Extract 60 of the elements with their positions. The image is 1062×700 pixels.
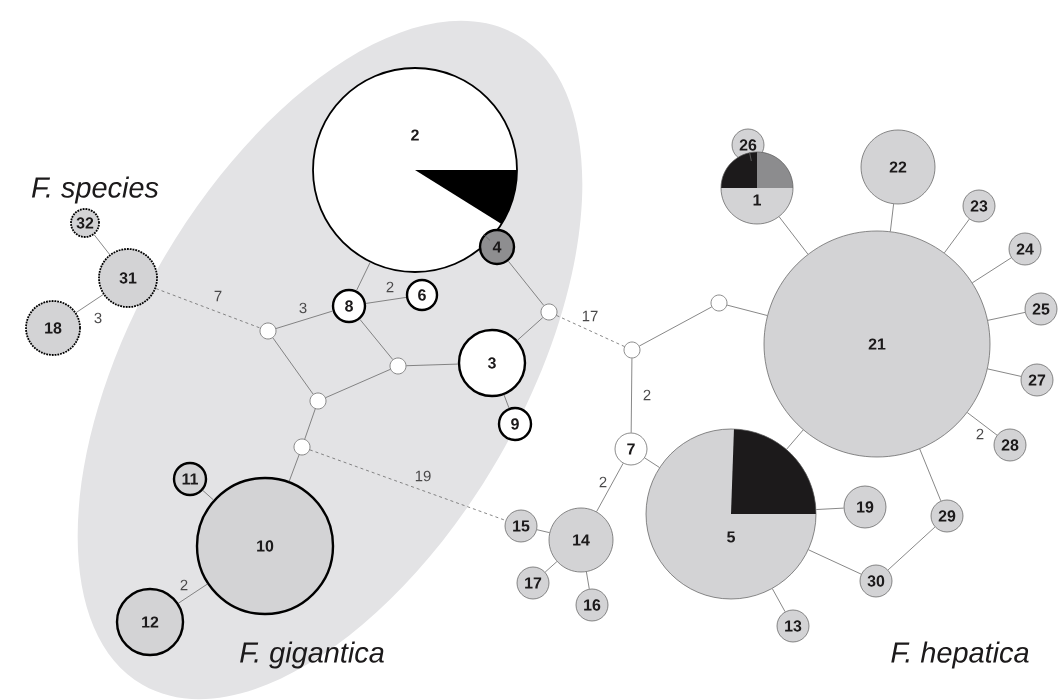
connector-line [630, 357, 633, 434]
edge-label: 19 [415, 470, 431, 482]
edge-label: 2 [386, 281, 394, 293]
connector-line [638, 306, 713, 347]
edge-label: 7 [214, 290, 222, 302]
edge-label: 2 [976, 428, 984, 440]
connector-line [202, 490, 214, 501]
connector-line [155, 288, 261, 329]
connector-line [726, 304, 768, 316]
connector-line [508, 260, 545, 306]
connector-line [359, 318, 394, 360]
median-vector-circle [259, 322, 277, 340]
connector-line [815, 507, 845, 510]
connector-line [93, 234, 110, 255]
group-label: F. hepatica [891, 641, 1029, 669]
edge-label: 3 [94, 312, 102, 324]
connector-line [919, 448, 942, 502]
median-vector-circle [710, 294, 728, 312]
connector-line [943, 218, 970, 254]
edge-label: 3 [299, 302, 307, 314]
connector-line [272, 337, 314, 395]
connector-line [644, 457, 660, 468]
connector-line [749, 152, 752, 162]
connector-line [309, 449, 507, 521]
connector-line [596, 462, 624, 513]
connector-line [778, 216, 809, 255]
connector-line [887, 526, 936, 571]
connector-line [556, 315, 625, 347]
median-vector-circle [540, 303, 558, 321]
connector-line [972, 257, 1012, 284]
connector-line [987, 368, 1022, 377]
connector-line [586, 571, 590, 590]
connector-line [288, 454, 300, 482]
connector-line [405, 363, 459, 367]
edge-label: 2 [599, 476, 607, 488]
median-vector-circle [309, 392, 327, 410]
connector-line [304, 408, 316, 440]
median-vector-circle [293, 438, 311, 456]
connector-line [966, 412, 998, 436]
connector-line [503, 394, 510, 409]
connector-line [325, 368, 391, 399]
group-label: F. species [31, 176, 159, 204]
connector-line [786, 429, 804, 450]
connector-line [544, 561, 558, 573]
connector-line [536, 529, 550, 534]
connector-line [75, 294, 104, 313]
connector-line [483, 234, 491, 241]
connector-line [889, 203, 894, 232]
connector-line [178, 583, 208, 604]
connector-line [365, 297, 407, 304]
connector-line [356, 262, 371, 291]
median-vector-circle [623, 341, 641, 359]
connector-line [808, 549, 862, 575]
connector-line [987, 312, 1026, 321]
connector-line [275, 310, 333, 329]
edge-label: 17 [582, 310, 598, 322]
connector-line [771, 588, 786, 613]
connector-line [517, 317, 544, 341]
edge-label: 2 [643, 389, 651, 401]
median-vector-circle [389, 357, 407, 375]
